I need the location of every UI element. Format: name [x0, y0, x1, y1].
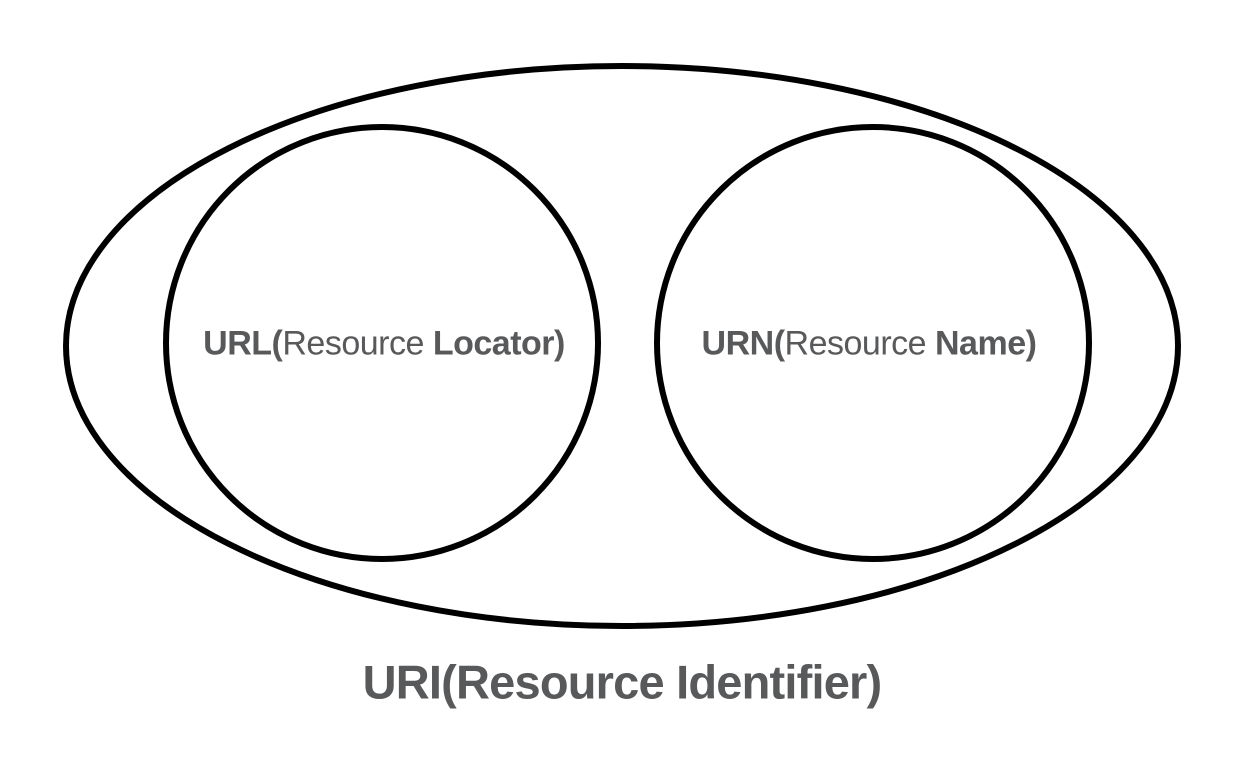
urn-label-resource-word: Resource: [784, 324, 936, 363]
url-label-acronym: URL(: [203, 324, 283, 363]
url-circle-label: URL(Resource Locator): [203, 325, 565, 364]
url-label-resource-word: Resource: [282, 324, 433, 363]
uri-outer-ellipse: [63, 63, 1181, 629]
urn-circle-label: URN(Resource Name): [702, 325, 1037, 364]
urn-circle: [654, 124, 1092, 562]
urn-label-name-word: Name): [935, 324, 1037, 363]
url-label-locator-word: Locator): [432, 324, 566, 363]
url-circle: [163, 124, 601, 562]
urn-label-acronym: URN(: [701, 324, 785, 363]
uri-ellipse-caption: URI(Resource Identifier): [362, 655, 883, 709]
